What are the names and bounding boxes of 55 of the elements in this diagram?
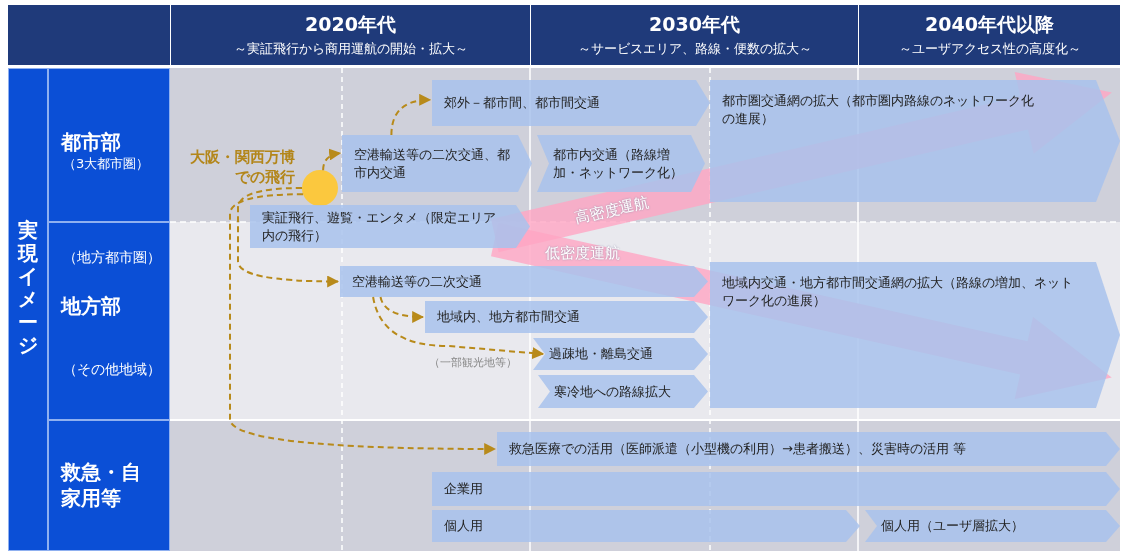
period-heading: 2030年代 (649, 12, 740, 37)
box-text: 地域内、地方都市間交通 (437, 308, 580, 326)
header-cell (858, 5, 1120, 65)
box-text: 過疎地・離島交通 (549, 345, 653, 363)
chevron-box (250, 205, 530, 248)
box-text: 個人用 (444, 517, 483, 535)
chevron-box (432, 472, 1120, 506)
box-text: 都市内交通（路線増加・ネットワーク化） (553, 145, 684, 182)
period-subtitle: ～実証飛行から商用運航の開始・拡大～ (233, 40, 468, 58)
row-header (48, 68, 170, 222)
row-title: 救急・自家用等 (61, 459, 141, 511)
row-note: （地方都市圏） (63, 249, 162, 267)
box-text: 寒冷地への路線拡大 (554, 382, 671, 401)
dashed-arrow (390, 94, 432, 136)
period-subtitle: ～サービスエリア、路線・便数の拡大～ (577, 40, 812, 58)
box-text: 救急医療での活用（医師派遣（小型機の利用）→患者搬送）、災害時の活用 等 (509, 440, 967, 458)
row-note: （その他地域） (63, 361, 162, 379)
chevron-box (710, 262, 1120, 408)
dashed-arrow (322, 149, 342, 172)
chevron-box (538, 375, 708, 408)
row-header (48, 222, 170, 420)
box-text: 企業用 (444, 480, 483, 498)
box-text: 郊外－都市間、都市間交通 (444, 94, 600, 112)
row-header (8, 68, 48, 551)
chevron-box (865, 510, 1120, 542)
chevron-box (425, 301, 708, 333)
row-header (48, 420, 170, 551)
row-title: 実現イメージ (18, 219, 39, 357)
row-title: 地方部 (61, 293, 122, 319)
chevron-box (342, 135, 532, 192)
header-cell (530, 5, 858, 65)
chevron-box (340, 266, 708, 297)
arrow-label: 高密度運航 (572, 192, 652, 229)
row-title: 都市部 (61, 129, 122, 155)
period-subtitle: ～ユーザアクセス性の高度化～ (898, 40, 1081, 58)
chevron-box (432, 510, 860, 542)
chevron-box (432, 80, 710, 126)
header-cell (170, 5, 530, 65)
chevron-box (533, 338, 708, 370)
box-text: 個人用（ユーザ層拡大） (881, 517, 1024, 535)
box-text: 空港輸送等の二次交通 (352, 272, 482, 291)
box-text: 空港輸送等の二次交通、都市内交通 (354, 145, 511, 182)
caption-text: 大阪・関西万博での飛行 (190, 148, 295, 187)
chevron-box (497, 432, 1120, 466)
box-text: 地域内交通・地方都市間交通網の拡大（路線の増加、ネットワーク化の進展） (722, 274, 1074, 310)
box-text: 実証飛行、遊覧・エンタメ（限定エリア内の飛行） (262, 208, 497, 245)
box-text: 都市圏交通網の拡大（都市圏内路線のネットワーク化の進展） (722, 92, 1035, 128)
period-heading: 2040年代以降 (925, 12, 1054, 37)
row-note: （3大都市圏） (63, 155, 151, 173)
dashed-arrow (379, 296, 425, 323)
dashed-arrow (229, 193, 497, 455)
dashed-arrow (372, 296, 545, 360)
period-heading: 2020年代 (305, 12, 396, 37)
arrow-label: 低密度運航 (544, 244, 622, 263)
dashed-arrow (237, 187, 340, 288)
